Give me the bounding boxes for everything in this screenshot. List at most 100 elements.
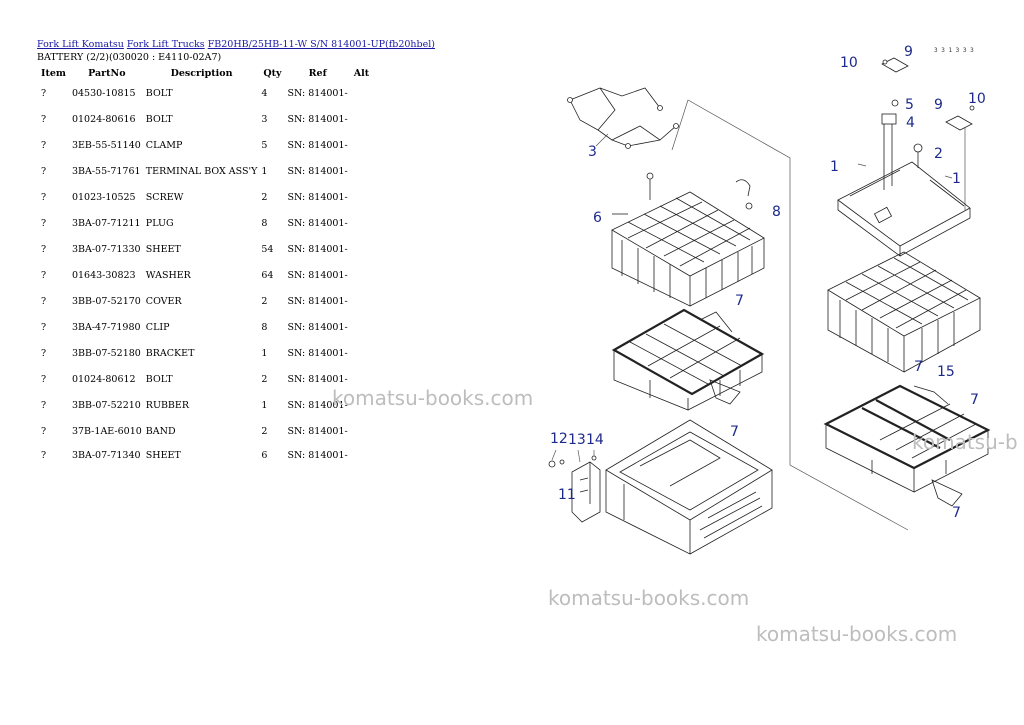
cell-partno: 3BB-07-52180 — [71, 348, 141, 359]
cell-item: ? — [41, 88, 47, 99]
watermark-1: komatsu-books.com — [332, 386, 534, 410]
cell-partno: 3BA-47-71980 — [71, 322, 141, 333]
callout-2: 2 — [934, 146, 943, 162]
cell-description: SHEET — [145, 450, 181, 461]
cell-qty: 2 — [261, 426, 268, 437]
cell-item: ? — [41, 166, 47, 177]
callout-14: 14 — [586, 432, 604, 448]
callout-8: 8 — [772, 204, 781, 220]
breadcrumb-link-model[interactable]: FB20HB/25HB-11-W S/N 814001-UP(fb20hbel) — [207, 39, 435, 50]
table-row: ? 3EB-55-51140 CLAMP 5 SN: 814001- — [37, 132, 373, 158]
cell-item: ? — [41, 348, 47, 359]
separator-tray-right — [823, 384, 991, 507]
cell-ref: SN: 814001- — [287, 426, 348, 437]
table-row: ? 3BB-07-52210 RUBBER 1 SN: 814001- — [37, 392, 373, 418]
cell-partno: 04530-10815 — [71, 88, 136, 99]
cell-partno: 3BA-07-71330 — [71, 244, 141, 255]
cell-item: ? — [41, 450, 47, 461]
header-qty: Qty — [263, 67, 282, 79]
callout-12: 12 — [550, 431, 568, 447]
callout-3: 3 — [588, 144, 597, 160]
watermark-4: komatsu-books.com — [756, 622, 958, 646]
cell-item: ? — [41, 426, 47, 437]
separator-tray-left — [611, 308, 765, 411]
cell-item: ? — [41, 114, 47, 125]
battery-cells-left — [611, 172, 765, 307]
breadcrumb: Fork Lift Komatsu Fork Lift Trucks FB20H… — [37, 39, 435, 50]
cell-qty: 5 — [261, 140, 268, 151]
cell-qty: 3 — [261, 114, 268, 125]
callout-11: 11 — [558, 487, 576, 503]
diagram-code: 3 3 1 3 3 3 — [934, 47, 974, 54]
cell-partno: 3BA-07-71340 — [71, 450, 141, 461]
bracket-frame-part — [837, 57, 975, 257]
table-header-row: Item PartNo Description Qty Ref Alt — [37, 66, 373, 80]
cell-ref: SN: 814001- — [287, 88, 348, 99]
cell-description: PLUG — [145, 218, 174, 229]
cell-ref: SN: 814001- — [287, 296, 348, 307]
cell-description: COVER — [145, 296, 182, 307]
header-alt: Alt — [353, 67, 370, 79]
cell-description: SHEET — [145, 244, 181, 255]
header-partno: PartNo — [88, 67, 126, 79]
cell-partno: 01643-30823 — [71, 270, 136, 281]
cell-qty: 54 — [261, 244, 274, 255]
cell-partno: 01024-80612 — [71, 374, 136, 385]
cell-ref: SN: 814001- — [287, 218, 348, 229]
cell-qty: 2 — [261, 192, 268, 203]
breadcrumb-link-fork-lift-komatsu[interactable]: Fork Lift Komatsu — [37, 39, 124, 50]
cell-qty: 1 — [261, 166, 268, 177]
cell-qty: 1 — [261, 348, 268, 359]
callout-6: 6 — [593, 210, 602, 226]
cell-item: ? — [41, 322, 47, 333]
cell-qty: 4 — [261, 88, 268, 99]
watermark-2: komatsu-b — [912, 430, 1018, 454]
guide-line-main — [671, 99, 909, 531]
cell-ref: SN: 814001- — [287, 192, 348, 203]
table-row: ? 01024-80612 BOLT 2 SN: 814001- — [37, 366, 373, 392]
cell-partno: 3BB-07-52210 — [71, 400, 141, 411]
cell-description: CLIP — [145, 322, 170, 333]
terminal-box-part — [548, 449, 601, 523]
cell-qty: 8 — [261, 218, 268, 229]
cell-item: ? — [41, 374, 47, 385]
cell-partno: 3BA-55-71761 — [71, 166, 141, 177]
callout-15: 15 — [937, 364, 955, 380]
callout-1-right: 1 — [952, 171, 961, 187]
cell-item: ? — [41, 270, 47, 281]
cell-partno: 01024-80616 — [71, 114, 136, 125]
cell-description: TERMINAL BOX ASS'Y — [145, 166, 258, 177]
watermark-3: komatsu-books.com — [548, 586, 750, 610]
header-ref: Ref — [308, 67, 327, 79]
cell-item: ? — [41, 296, 47, 307]
cell-ref: SN: 814001- — [287, 374, 348, 385]
cell-partno: 01023-10525 — [71, 192, 136, 203]
cell-item: ? — [41, 192, 47, 203]
table-row: ? 3BA-47-71980 CLIP 8 SN: 814001- — [37, 314, 373, 340]
cell-ref: SN: 814001- — [287, 450, 348, 461]
table-row: ? 04530-10815 BOLT 4 SN: 814001- — [37, 80, 373, 106]
table-row: ? 3BA-07-71340 SHEET 6 SN: 814001- — [37, 444, 373, 464]
breadcrumb-link-fork-lift-trucks[interactable]: Fork Lift Trucks — [126, 39, 205, 50]
cell-ref: SN: 814001- — [287, 244, 348, 255]
cell-item: ? — [41, 218, 47, 229]
cell-partno: 3EB-55-51140 — [71, 140, 141, 151]
cell-ref: SN: 814001- — [287, 140, 348, 151]
cell-description: BRACKET — [145, 348, 195, 359]
table-row: ? 3BA-07-71330 SHEET 54 SN: 814001- — [37, 236, 373, 262]
cell-description: BOLT — [145, 374, 173, 385]
callout-7-right-side: 7 — [970, 392, 979, 408]
cell-ref: SN: 814001- — [287, 114, 348, 125]
cell-description: WASHER — [145, 270, 191, 281]
table-row: ? 37B-1AE-6010 BAND 2 SN: 814001- — [37, 418, 373, 444]
cell-description: BAND — [145, 426, 176, 437]
table-row: ? 3BA-07-71211 PLUG 8 SN: 814001- — [37, 210, 373, 236]
callout-7-right-bottom: 7 — [952, 505, 961, 521]
table-row: ? 3BA-55-71761 TERMINAL BOX ASS'Y 1 SN: … — [37, 158, 373, 184]
cell-description: SCREW — [145, 192, 184, 203]
callout-10-right: 10 — [968, 91, 986, 107]
header-item: Item — [41, 67, 66, 79]
wire-harness-part — [567, 87, 679, 149]
callout-9-right: 9 — [934, 97, 943, 113]
